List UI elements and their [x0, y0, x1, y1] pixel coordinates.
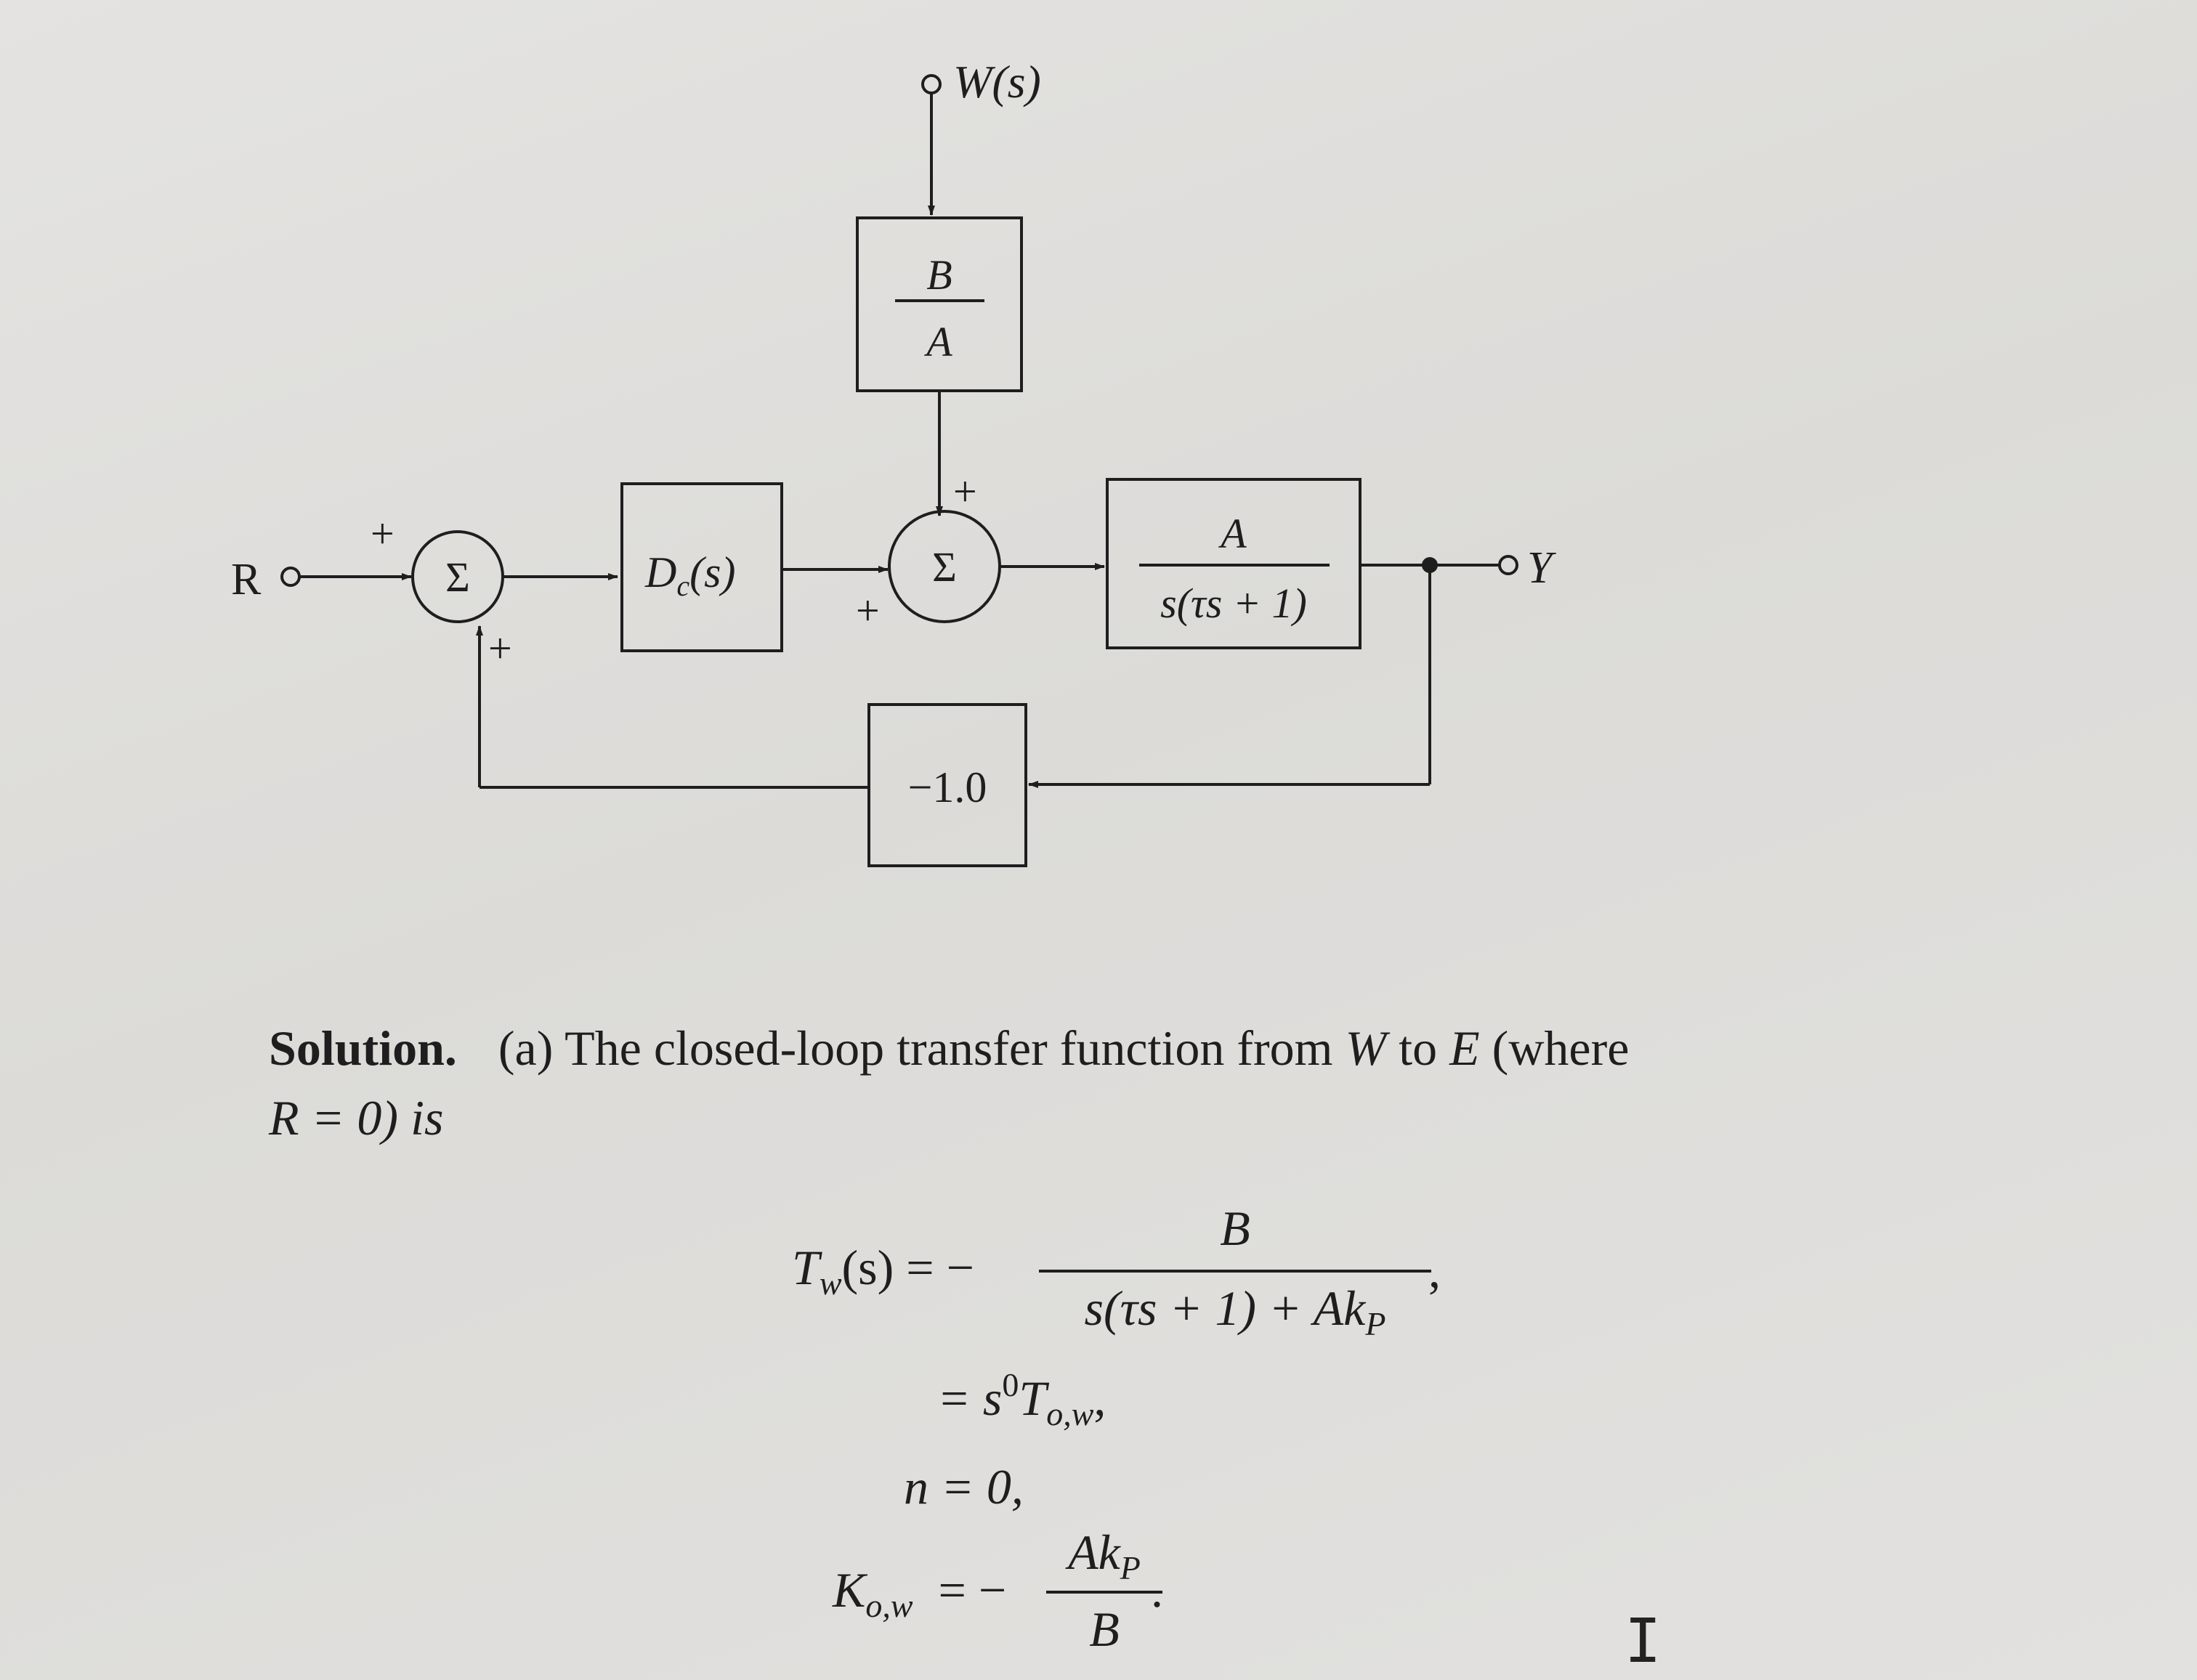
tw-comma: , [1428, 1243, 1441, 1298]
solution-lead: Solution. [269, 1020, 457, 1076]
k-numerator: AkP [1068, 1525, 1141, 1586]
text-cursor-icon: I [1625, 1605, 1662, 1676]
var-w: W [1345, 1020, 1387, 1076]
tw-numerator: B [1220, 1201, 1250, 1256]
w-path-sign: + [953, 468, 977, 515]
output-terminal [1498, 555, 1518, 575]
controller-block [620, 482, 783, 652]
k-denominator: B [1089, 1602, 1120, 1657]
k-lhs: Ko,w = − [833, 1562, 1007, 1624]
w-input-label: W(s) [953, 56, 1041, 107]
solution-paragraph: Solution. (a) The closed-loop transfer f… [269, 1013, 2020, 1153]
block-diagram: W(s) B A + R + Σ + Dc(s) Σ + A s(τs + 1)… [231, 56, 1556, 867]
sum2-symbol: Σ [932, 543, 957, 591]
condition: R = 0) is [269, 1090, 444, 1145]
eq-line-3: n = 0, [904, 1459, 1024, 1514]
tw-lhs: Tw(s) = − [792, 1240, 974, 1302]
output-pickoff-dot [1422, 557, 1438, 573]
controller-path-sign: + [856, 587, 880, 634]
tw-fraction-bar [1039, 1270, 1431, 1273]
ba-denominator: A [923, 318, 952, 365]
text-to: to [1399, 1020, 1438, 1076]
var-e: E [1449, 1020, 1480, 1076]
solution-text-1: (a) The closed-loop transfer function fr… [498, 1020, 1333, 1076]
feedback-sign: + [488, 625, 512, 672]
r-sign: + [371, 510, 395, 557]
plant-denominator: s(τs + 1) [1160, 580, 1307, 627]
feedback-gain-block [867, 703, 1027, 867]
plant-numerator: A [1218, 510, 1247, 557]
ba-numerator: B [926, 251, 952, 299]
controller-label: Dc(s) [644, 548, 735, 602]
tw-denominator: s(τs + 1) + AkP [1084, 1281, 1386, 1342]
output-label: Y [1527, 543, 1556, 593]
eq-line-2: = s0To,w, [937, 1366, 1106, 1432]
solution-text-2: (where [1492, 1020, 1630, 1076]
sum1-symbol: Σ [445, 553, 470, 601]
w-input-terminal [921, 74, 942, 94]
k-period: . [1151, 1562, 1163, 1618]
feedback-gain-label: −1.0 [908, 763, 987, 811]
r-input-label: R [231, 555, 262, 604]
k-fraction-bar [1046, 1591, 1162, 1594]
r-input-terminal [280, 567, 301, 587]
